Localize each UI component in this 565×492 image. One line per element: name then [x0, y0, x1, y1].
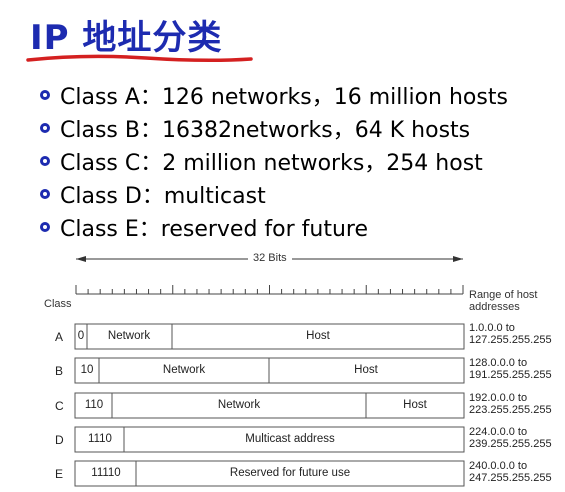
row-b-host: Host: [354, 364, 378, 376]
row-b-prefix: 10: [80, 364, 94, 376]
class-letter-e: E: [55, 467, 64, 481]
row-d-prefix: 1110: [88, 433, 112, 445]
row-b-network: Network: [162, 364, 206, 376]
row-c-network: Network: [217, 399, 261, 411]
row-c-host: Host: [403, 399, 427, 411]
row-a-network: Network: [107, 330, 151, 342]
arrow-right-icon: [453, 256, 463, 262]
bits-label: 32 Bits: [253, 252, 287, 264]
title-underline: [26, 54, 253, 63]
bullet-circle-icon: [40, 188, 50, 199]
list-item: Class D：multicast: [40, 177, 508, 210]
bullet-circle-icon: [40, 89, 50, 100]
class-letter-a: A: [55, 330, 64, 344]
row-e-prefix: 11110: [91, 467, 121, 479]
class-letter-b: B: [55, 364, 64, 378]
row-a-prefix: 0: [77, 330, 85, 342]
class-letter-c: C: [55, 399, 64, 413]
row-d-multicast: Multicast address: [245, 433, 335, 445]
list-item: Class A：126 networks，16 million hosts: [40, 78, 508, 111]
list-item: Class C：2 million networks，254 host: [40, 144, 508, 177]
bullet-circle-icon: [40, 221, 50, 232]
arrow-left-icon: [76, 256, 86, 262]
row-a-host: Host: [306, 330, 330, 342]
row-c-prefix: 110: [84, 399, 104, 411]
class-header: Class: [44, 298, 72, 310]
range-header: Range of host: [469, 289, 538, 301]
class-letter-d: D: [55, 433, 64, 447]
bullet-circle-icon: [40, 155, 50, 166]
list-item: Class E：reserved for future: [40, 210, 508, 243]
bullet-list: Class A：126 networks，16 million hosts Cl…: [40, 78, 508, 243]
bullet-circle-icon: [40, 122, 50, 133]
range-header-2: addresses: [469, 301, 520, 313]
page-title: IP 地址分类: [30, 18, 223, 58]
list-item: Class B：16382networks，64 K hosts: [40, 111, 508, 144]
row-e-reserved: Reserved for future use: [229, 467, 351, 479]
